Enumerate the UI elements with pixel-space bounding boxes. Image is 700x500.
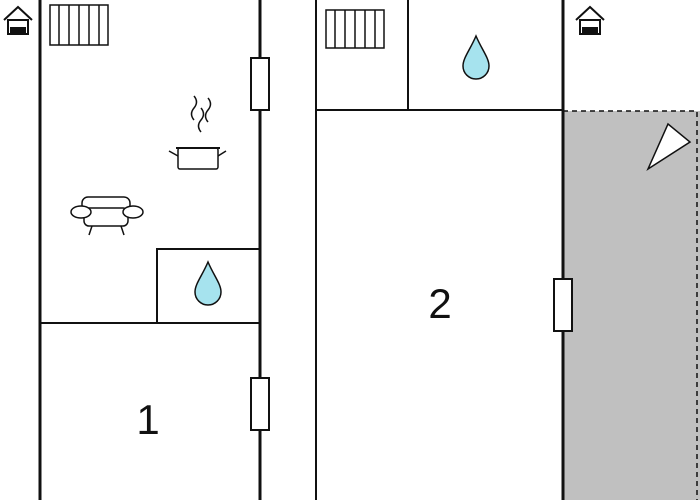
entrance-icon bbox=[575, 5, 605, 35]
window-symbol bbox=[250, 377, 270, 431]
compass-icon bbox=[646, 122, 692, 171]
water-drop-icon bbox=[462, 34, 490, 80]
stove-icon bbox=[168, 95, 227, 170]
room-label-1: 1 bbox=[136, 396, 159, 443]
entrance-icon bbox=[3, 5, 33, 35]
window-symbol bbox=[553, 278, 573, 332]
sofa-icon bbox=[70, 196, 144, 236]
terrace bbox=[563, 110, 700, 500]
radiator-icon bbox=[325, 9, 385, 49]
windows bbox=[250, 57, 573, 431]
room-label-2: 2 bbox=[428, 280, 451, 327]
window-symbol bbox=[250, 57, 270, 111]
water-drop-icon bbox=[194, 260, 222, 306]
terrace-area bbox=[563, 111, 700, 500]
wall-bathroom-1 bbox=[156, 248, 260, 323]
radiator-icon bbox=[49, 4, 109, 46]
